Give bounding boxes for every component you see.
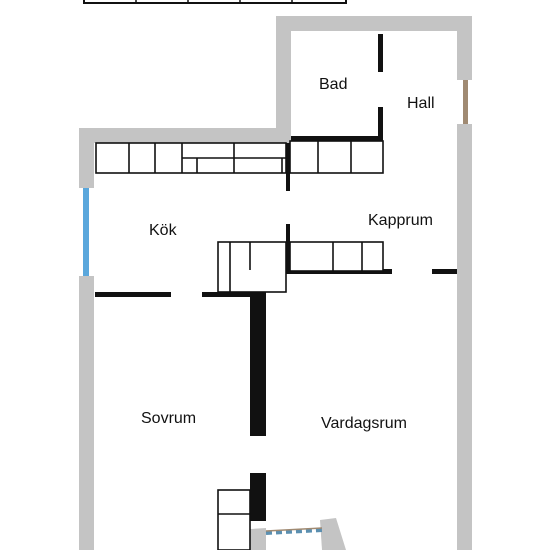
room-label-sovrum: Sovrum — [141, 410, 196, 427]
room-label-kok: Kök — [149, 222, 178, 239]
room-label-hall: Hall — [407, 95, 435, 112]
room-label-kapprum: Kapprum — [368, 212, 433, 229]
kitchen-wall-left — [95, 292, 171, 297]
wall-left-upper — [79, 128, 94, 188]
kitchen-partition-lower — [286, 224, 290, 274]
bedroom-living-wall — [250, 269, 266, 436]
wall-left-lower — [79, 276, 94, 550]
top-furniture — [83, 0, 347, 4]
wall-right-upper — [457, 16, 472, 80]
kitchen-cabinets — [95, 142, 287, 174]
wall-right-lower — [457, 124, 472, 550]
wall-top-right — [276, 16, 472, 31]
wall-bottom-stub-right — [320, 518, 346, 550]
bedroom-wardrobe — [217, 489, 251, 550]
bathroom-wall-upper — [378, 34, 383, 72]
bathroom-wall-lower — [378, 107, 383, 140]
bedroom-living-wall-lower — [250, 473, 266, 521]
kitchen-lower-cabinets — [217, 241, 287, 293]
bathroom-wall-bottom — [291, 136, 383, 141]
kitchen-partition-upper — [286, 143, 290, 191]
outer-walls — [79, 16, 472, 550]
kitchen-wall-mid — [202, 292, 266, 297]
kapprum-wardrobe-bottom — [289, 241, 384, 272]
room-label-vardagsrum: Vardagsrum — [321, 415, 407, 432]
hall-wall-stub — [432, 269, 457, 274]
kapprum-wardrobe-top — [289, 140, 384, 174]
room-label-bad: Bad — [319, 76, 347, 93]
entrance-door — [463, 80, 468, 124]
wall-left-upper-step — [276, 16, 291, 143]
wall-top-left — [79, 128, 291, 143]
window — [83, 188, 89, 276]
